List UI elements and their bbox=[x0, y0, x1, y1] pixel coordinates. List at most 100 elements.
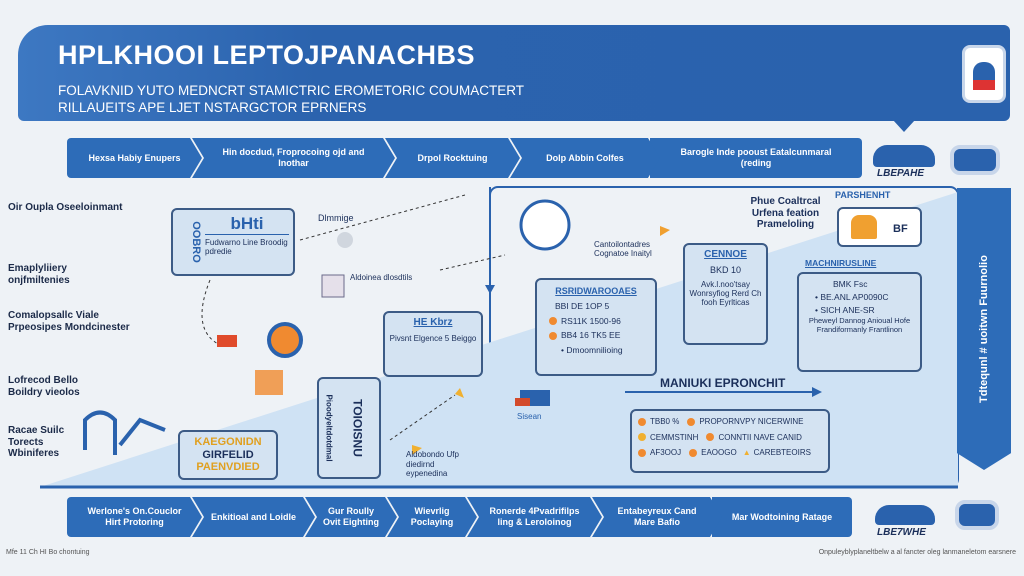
item-text: BB4 16 TK5 EE bbox=[561, 330, 621, 341]
building-icon bbox=[255, 370, 283, 395]
card-title: TOIOISNU bbox=[350, 399, 365, 457]
subtitle-line-2: RILLAUEITS APE LJET NSTARGCTOR EPRNERS bbox=[58, 100, 367, 115]
top-step[interactable]: Hin docdud, Froprocoing ojd and Inothar bbox=[192, 138, 395, 178]
card-line: KAEGONIDN bbox=[194, 436, 262, 448]
legend-item: TBB0 % bbox=[650, 417, 680, 426]
globe-icon bbox=[267, 322, 303, 358]
card-title: MACHNIRUSLINE bbox=[805, 258, 877, 268]
bottom-process-steps: Werlone's On.Couclor Hirt Protoring Enki… bbox=[67, 497, 862, 537]
card-phtri: OOBRO bHti Fudwarno Line Broodig pdredie bbox=[171, 208, 295, 276]
card-text: Avk.l.noo'tsay Wonrsyfiog Rerd Ch fooh E… bbox=[689, 280, 762, 307]
item-text: BBI DE 1OP 5 bbox=[555, 301, 610, 312]
item-text: BE.ANL AP0090C bbox=[820, 291, 889, 302]
card-text: Pivsnt Elgence 5 Beiggo bbox=[389, 334, 477, 343]
card-line: PAENVDIED bbox=[196, 461, 260, 474]
top-step[interactable]: Hexsa Habiy Enupers bbox=[67, 138, 202, 178]
page-title: HPLKHOOI LEPTOJPANACHBS bbox=[58, 40, 476, 70]
arrow-icon bbox=[660, 226, 670, 236]
card-line: BMK Fsc bbox=[833, 279, 868, 289]
subtitle-line-1: FOLAVKNID YUTO MEDNCRT STAMICTRIC EROMET… bbox=[58, 83, 525, 98]
left-label: Lofrecod Bello Boildry vieolos bbox=[8, 375, 80, 398]
list-item: BBI DE 1OP 5 bbox=[541, 299, 651, 313]
list-item: RS11K 1500-96 bbox=[541, 314, 651, 328]
card-title: RSRIDWAROOAES bbox=[555, 286, 637, 296]
item-text: RS11K 1500-96 bbox=[561, 315, 621, 326]
bottom-step[interactable]: Mar Wodtoining Ratage bbox=[712, 497, 852, 537]
bottom-step[interactable]: Enkitioal and Loidle bbox=[192, 497, 315, 537]
card-text: Fudwarno Line Broodig pdredie bbox=[205, 238, 288, 256]
temple-icon bbox=[851, 215, 877, 239]
icon-caption: Sisean bbox=[517, 412, 542, 421]
monitor-icon bbox=[519, 199, 571, 251]
pointer-icon bbox=[893, 120, 915, 132]
cantal-note: Cantoilontadres Cognatoe Inaityl bbox=[594, 240, 652, 258]
card-pars: BF bbox=[837, 207, 922, 247]
bottom-step[interactable]: Gur Roully Ovit Eighting bbox=[305, 497, 397, 537]
legend-item: CEMMSTINH bbox=[650, 432, 699, 442]
card-text: Pioodyeltdotdmal bbox=[324, 394, 334, 462]
list-item: • SICH ANE-SR bbox=[815, 304, 875, 315]
footer-left: Mfe 11 Ch HI Bo chontuing bbox=[6, 549, 90, 556]
legend-item: AF3OOJ bbox=[650, 448, 682, 458]
top-step[interactable]: Drpol Rocktuing bbox=[385, 138, 520, 178]
star-note: Aldobondo Ufp diedirnd eypenedina bbox=[406, 450, 459, 479]
card-side-label: OOBRO bbox=[189, 221, 202, 263]
arrow-head bbox=[485, 285, 495, 294]
left-label: Oir Oupla Oseeloinmant bbox=[8, 202, 123, 213]
bottom-step[interactable]: Wievrlig Poclaying bbox=[387, 497, 477, 537]
machine-part-icon bbox=[515, 398, 530, 406]
legend-row: TBB0 % PROPORNVPY NICERWINE bbox=[638, 414, 822, 430]
flag-icon bbox=[217, 335, 237, 347]
top-step[interactable]: Barogle Inde pooust Eatalcunmaral (redin… bbox=[650, 138, 862, 178]
vertical-banner: Tdtequnl # uoitwn Fuurnolio bbox=[957, 188, 1011, 470]
bottom-step[interactable]: Entabeyreux Cand Mare Bafio bbox=[592, 497, 722, 537]
legend-box: TBB0 % PROPORNVPY NICERWINE CEMMSTINH CONN… bbox=[630, 409, 830, 473]
top-step[interactable]: Dolp Abbin Colfes bbox=[510, 138, 660, 178]
left-label: Racae Suilc Torects Wbiniferes bbox=[8, 425, 65, 459]
icon-caption: LBE7WHE bbox=[877, 527, 926, 538]
card-title: CENNOE bbox=[704, 249, 747, 260]
device-icon bbox=[950, 145, 1000, 175]
card-title: HE Kbrz bbox=[413, 317, 453, 328]
card-text: Pheweyl Dannog Anioual Hofe Frandiforman… bbox=[808, 316, 911, 335]
arch-icon bbox=[83, 410, 166, 455]
card-title: bHti bbox=[205, 214, 289, 235]
list-item: • BE.ANL AP0090C bbox=[815, 291, 889, 302]
header-banner bbox=[18, 25, 1010, 121]
item-text: SICH ANE-SR bbox=[820, 304, 875, 315]
bottom-step[interactable]: Ronerde 4Pvadrifilps ling & Leroloinog bbox=[467, 497, 602, 537]
icon-caption: Dlmmige bbox=[318, 213, 354, 223]
item-text: Dmoomnilioing bbox=[566, 344, 623, 355]
gear-icon bbox=[337, 232, 353, 248]
card-cennoe: CENNOE BKD 10 Avk.l.noo'tsay Wonrsyfiog … bbox=[683, 243, 768, 345]
card-kaeb: KAEGONIDN GIRFELID PAENVDIED bbox=[178, 430, 278, 480]
icon-caption: LBEPAHE bbox=[877, 168, 925, 179]
list-item: BB4 16 TK5 EE bbox=[541, 328, 651, 342]
bottom-step[interactable]: Werlone's On.Couclor Hirt Protoring bbox=[67, 497, 202, 537]
star-icon bbox=[455, 388, 464, 398]
card-mach: BMK Fsc • BE.ANL AP0090C • SICH ANE-SR P… bbox=[797, 272, 922, 372]
card-line: BKD 10 bbox=[709, 265, 742, 275]
card-vertical: TOIOISNU Pioodyeltdotdmal bbox=[317, 377, 381, 479]
card-title: PARSHENHT bbox=[835, 190, 891, 200]
legend-item: EAOOGO bbox=[701, 448, 737, 458]
legend-row: CEMMSTINH CONNTII NAVE CANID bbox=[638, 430, 822, 446]
logo-icon bbox=[962, 45, 1006, 103]
progress-label: MANIUKI EPRONCHIT bbox=[660, 376, 786, 390]
list-item: • Dmoomnilioing bbox=[561, 344, 623, 355]
device-icon bbox=[955, 500, 999, 530]
card-rerto: RSRIDWAROOAES BBI DE 1OP 5 RS11K 1500-96… bbox=[535, 278, 657, 376]
star-icon bbox=[412, 445, 422, 455]
footer-right: Onpuleyblyplaneltbelw a al fancter oleg … bbox=[818, 549, 1016, 556]
cube-icon bbox=[321, 274, 345, 298]
legend-item: PROPORNVPY NICERWINE bbox=[699, 417, 804, 426]
legend-item: CONNTII NAVE CANID bbox=[718, 432, 802, 442]
dashed-connector bbox=[201, 279, 221, 346]
card-code: BF bbox=[893, 223, 908, 235]
legend-item: CAREBTEOIRS bbox=[753, 448, 811, 458]
arrow-head bbox=[812, 387, 822, 397]
top-process-steps: Hexsa Habiy Enupers Hin docdud, Froproco… bbox=[67, 138, 862, 178]
dashed-connector bbox=[299, 194, 466, 241]
phase-note: Phue Coaltrcal Urfena feation Pramelolin… bbox=[750, 196, 821, 230]
